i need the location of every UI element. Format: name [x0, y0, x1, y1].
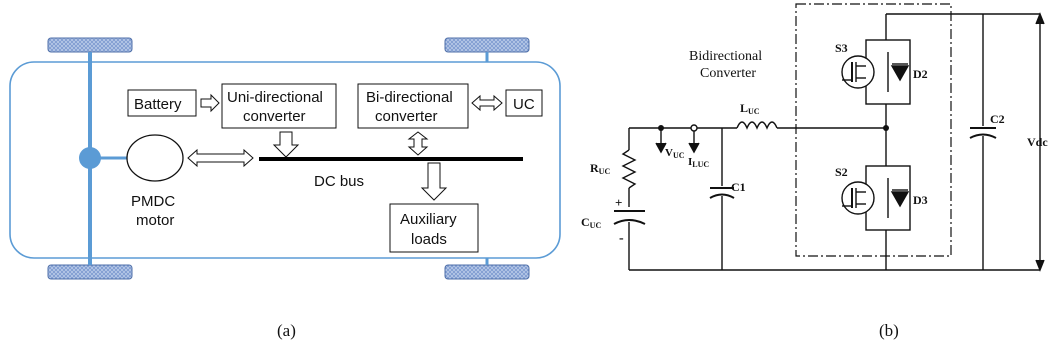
- cuc-minus: -: [619, 231, 624, 246]
- wheel-front-right: [444, 37, 530, 53]
- s3-mosfet: [841, 55, 875, 89]
- arrow-uni-to-bus: [272, 131, 300, 158]
- luc-label: LUC: [740, 101, 760, 116]
- uni-label-line2: converter: [243, 108, 306, 125]
- motor-label-line2: motor: [136, 212, 174, 229]
- differential-hub: [79, 147, 101, 169]
- wheel-rear-left: [47, 264, 133, 280]
- uc-box: [505, 89, 543, 117]
- battery-box: [127, 89, 197, 117]
- wheel-front-left: [47, 37, 133, 53]
- bi-label-line1: Bi-directional: [366, 89, 453, 106]
- arrow-battery-to-uni: [200, 93, 220, 113]
- arrow-bi-bus: [407, 131, 429, 156]
- resistor-ruc: [621, 149, 637, 189]
- caption-b: (b): [879, 321, 899, 340]
- vehicle-chassis: [9, 61, 561, 259]
- cuc-plate-bottom: [613, 219, 646, 225]
- c1-plate-bottom: [709, 193, 735, 199]
- bi-directional-converter-box: [357, 83, 469, 129]
- d3-diode: [890, 191, 910, 208]
- cuc-label: CUC: [581, 215, 601, 230]
- s2-mosfet: [841, 181, 875, 215]
- panel-b-circuit: [613, 3, 1045, 272]
- pmdc-motor: [126, 134, 184, 182]
- ruc-label: RUC: [590, 161, 610, 176]
- s2-label: S2: [835, 165, 848, 179]
- bidirectional-converter-boundary: [795, 3, 952, 257]
- d3-label: D3: [913, 193, 928, 207]
- vuc-label: VUC: [665, 147, 685, 160]
- uni-directional-converter-box: [221, 83, 337, 129]
- arrow-bi-uc: [471, 94, 503, 112]
- aux-label-line1: Auxiliary: [400, 211, 457, 228]
- auxiliary-loads-box: [389, 203, 479, 253]
- wheel-rear-right: [444, 264, 530, 280]
- panel-a-vehicle-diagram: PMDC motor Battery Uni-directional conve…: [9, 37, 561, 340]
- s3-label: S3: [835, 41, 848, 55]
- uc-label: UC: [513, 96, 535, 113]
- iluc-label: ILUC: [688, 156, 709, 169]
- c2-plate-bottom: [969, 133, 997, 139]
- caption-a: (a): [277, 321, 296, 340]
- cuc-plus: +: [615, 195, 622, 210]
- aux-label-line2: loads: [411, 231, 447, 248]
- uni-label-line1: Uni-directional: [227, 89, 323, 106]
- inductor-luc: [736, 121, 778, 130]
- d2-label: D2: [913, 67, 928, 81]
- bidir-label-line1: Bidirectional: [689, 49, 762, 64]
- c1-label: C1: [731, 180, 746, 194]
- battery-label: Battery: [134, 96, 182, 113]
- arrow-motor-bus: [187, 148, 254, 168]
- motor-label-line1: PMDC: [131, 193, 175, 210]
- d2-diode: [890, 65, 910, 82]
- bi-label-line2: converter: [375, 108, 438, 125]
- bidir-label-line2: Converter: [700, 66, 756, 81]
- arrow-bus-to-aux: [420, 162, 448, 201]
- c2-label: C2: [990, 112, 1005, 126]
- vdc-label: Vdc: [1027, 135, 1048, 149]
- dc-bus-label: DC bus: [314, 173, 364, 190]
- panel-b-labels: Bidirectional Converter S3 D2 S2 D3 C2 C…: [581, 41, 1048, 340]
